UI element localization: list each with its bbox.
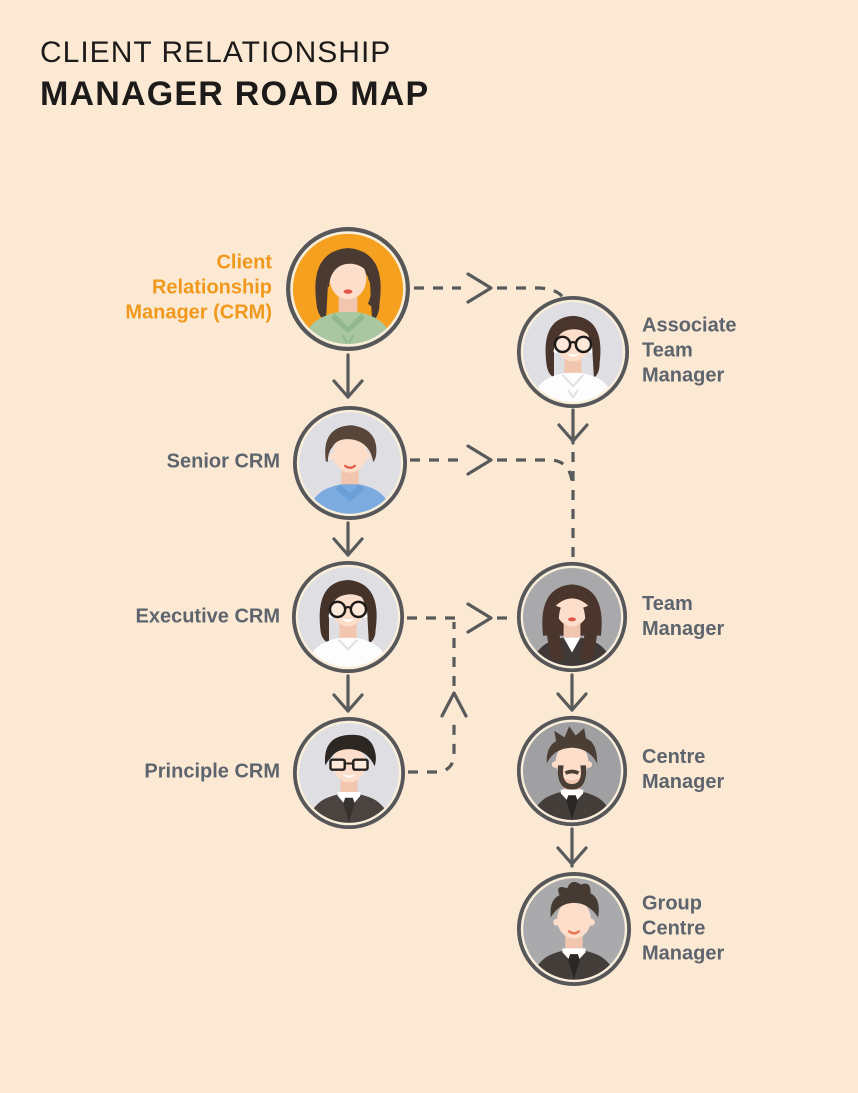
node-executive-crm bbox=[291, 560, 405, 674]
principle-crm-avatar-icon bbox=[292, 716, 406, 830]
node-senior-crm bbox=[292, 405, 408, 521]
arrowhead-crm-to-associate bbox=[466, 272, 493, 304]
arrowhead-senior-to-executive bbox=[332, 537, 364, 557]
executive-crm-label: Executive CRM bbox=[135, 605, 281, 628]
node-centre-manager bbox=[516, 715, 628, 827]
title-line-2: MANAGER ROAD MAP bbox=[40, 75, 430, 113]
node-team-manager bbox=[516, 561, 628, 673]
senior-crm-avatar-icon bbox=[292, 405, 408, 521]
centre-manager-avatar-icon bbox=[516, 715, 628, 827]
associate-team-manager-avatar-icon bbox=[516, 295, 630, 409]
arrow-senior-merge-dash2 bbox=[497, 458, 574, 482]
senior-crm-label: Senior CRM bbox=[166, 450, 280, 473]
node-principle-crm bbox=[292, 716, 406, 830]
node-associate-team-manager bbox=[516, 295, 630, 409]
associate-team-manager-label: Associate Team Manager bbox=[642, 314, 737, 387]
title-line-1: CLIENT RELATIONSHIP bbox=[40, 36, 392, 69]
group-centre-manager-label: Group Centre Manager bbox=[642, 892, 725, 965]
crm-avatar-icon bbox=[286, 227, 410, 351]
node-group-centre-manager bbox=[516, 871, 632, 987]
executive-crm-avatar-icon bbox=[291, 560, 405, 674]
arrowhead-executive-to-team bbox=[466, 602, 493, 634]
arrowhead-crm-to-senior bbox=[332, 379, 364, 399]
arrow-principle-merge-dash1 bbox=[408, 718, 456, 774]
principle-crm-label: Principle CRM bbox=[144, 760, 280, 783]
team-manager-label: Team Manager bbox=[642, 593, 725, 640]
arrow-crm-to-associate-dash2 bbox=[497, 286, 568, 302]
arrowhead-executive-to-principle bbox=[332, 693, 364, 713]
centre-manager-label: Centre Manager bbox=[642, 746, 725, 793]
arrowhead-principle-merge bbox=[440, 691, 468, 718]
crm-label: Client Relationship Manager (CRM) bbox=[125, 251, 272, 324]
group-centre-manager-avatar-icon bbox=[516, 871, 632, 987]
arrowhead-senior-merge bbox=[466, 444, 493, 476]
arrowhead-associate-to-team bbox=[557, 423, 589, 443]
node-crm bbox=[285, 226, 411, 352]
page-title: CLIENT RELATIONSHIP MANAGER ROAD MAP bbox=[40, 36, 429, 113]
arrowhead-centre-to-group bbox=[556, 846, 588, 866]
team-manager-avatar-icon bbox=[516, 561, 628, 673]
arrowhead-team-to-centre bbox=[556, 692, 588, 712]
